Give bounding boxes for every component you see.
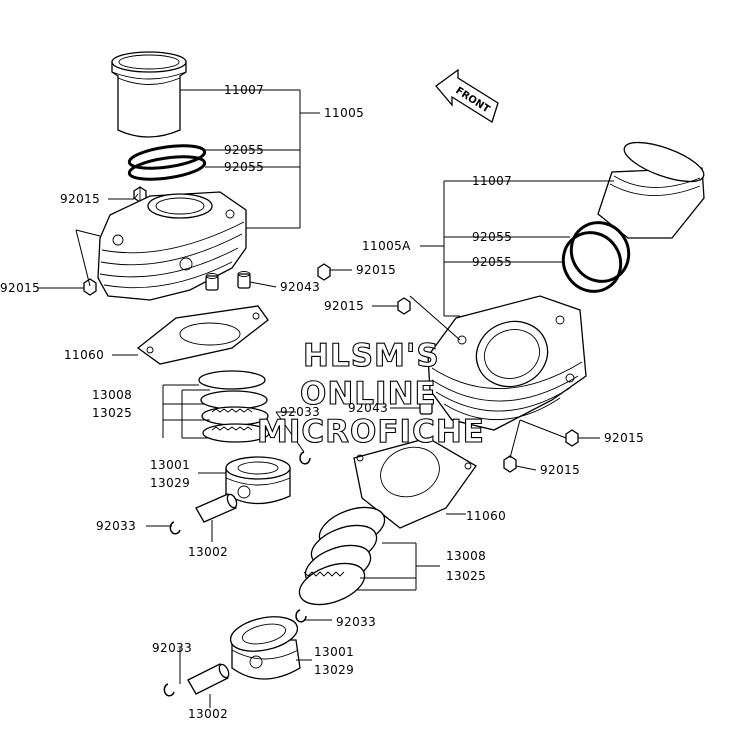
- dowel-left-b: [237, 271, 251, 289]
- label-92015-right-a: 92015: [604, 431, 644, 445]
- piston-left: [225, 456, 291, 505]
- label-13002-right: 13002: [188, 707, 228, 721]
- circlip-right-a: [295, 609, 307, 623]
- piston-right: [229, 616, 301, 680]
- label-92055-left-b: 92055: [224, 160, 264, 174]
- bolt-right-top: [397, 297, 411, 315]
- label-13025-left: 13025: [92, 406, 132, 420]
- label-13029-left: 13029: [150, 476, 190, 490]
- label-92033-right-bottom: 92033: [152, 641, 192, 655]
- watermark-line-3: MICROFICHE: [257, 414, 485, 450]
- label-92015-right-top: 92015: [324, 299, 364, 313]
- label-13001-left: 13001: [150, 458, 190, 472]
- nut-right-b: [503, 455, 517, 473]
- seal-rings-right: [561, 221, 631, 293]
- label-13025-right: 13025: [446, 569, 486, 583]
- label-92055-right-a: 92055: [472, 230, 512, 244]
- label-11007-right: 11007: [472, 174, 512, 188]
- cylinder-block-left: [97, 191, 247, 301]
- watermark: HLSM'S ONLINE MICROFICHE: [256, 337, 485, 450]
- nut-right-a: [565, 429, 579, 447]
- dowel-right: [419, 399, 433, 415]
- label-11060-left: 11060: [64, 348, 104, 362]
- piston-pin-left: [195, 493, 238, 523]
- label-92043-left: 92043: [280, 280, 320, 294]
- watermark-line-2: ONLINE: [300, 376, 437, 412]
- label-11005a: 11005A: [362, 239, 411, 253]
- circlip-right-b: [163, 683, 175, 697]
- piston-rings-left: [198, 370, 270, 443]
- dowel-left-a: [205, 273, 219, 291]
- leader-lines: [38, 89, 614, 708]
- watermark-line-1: HLSM'S: [303, 338, 440, 374]
- piston-rings-right: [298, 506, 386, 606]
- label-92015-left-bottom: 92015: [0, 281, 40, 295]
- gasket-right: [353, 437, 477, 529]
- front-arrow-icon: FRONT: [435, 68, 499, 123]
- label-92015-right-b: 92015: [540, 463, 580, 477]
- gasket-left: [136, 305, 269, 365]
- nut-left-a: [83, 278, 97, 296]
- label-13008-left: 13008: [92, 388, 132, 402]
- label-11005: 11005: [324, 106, 364, 120]
- cylinder-block-right: [427, 295, 587, 431]
- label-92033-left-bottom: 92033: [96, 519, 136, 533]
- label-92033-right-top: 92033: [336, 615, 376, 629]
- label-92033-left-top: 92033: [280, 405, 320, 419]
- label-92055-left-a: 92055: [224, 143, 264, 157]
- part-labels: 11007 11005 92055 92055 92015 92015 9201…: [0, 83, 644, 721]
- label-11060-right: 11060: [466, 509, 506, 523]
- piston-pin-right: [187, 663, 230, 695]
- label-92015-left-right: 92015: [356, 263, 396, 277]
- label-92015-left-top: 92015: [60, 192, 100, 206]
- cylinder-sleeve-right: [597, 141, 705, 239]
- label-13001-right: 13001: [314, 645, 354, 659]
- circlip-left-a: [299, 451, 311, 465]
- nut-left-b: [317, 263, 331, 281]
- label-13008-right: 13008: [446, 549, 486, 563]
- label-11007-left: 11007: [224, 83, 264, 97]
- cylinder-sleeve-left: [111, 51, 187, 138]
- label-92055-right-b: 92055: [472, 255, 512, 269]
- label-92043-right: 92043: [348, 401, 388, 415]
- label-13029-right: 13029: [314, 663, 354, 677]
- circlip-left-b: [169, 521, 181, 535]
- label-13002-left: 13002: [188, 545, 228, 559]
- seal-rings-left: [127, 144, 207, 181]
